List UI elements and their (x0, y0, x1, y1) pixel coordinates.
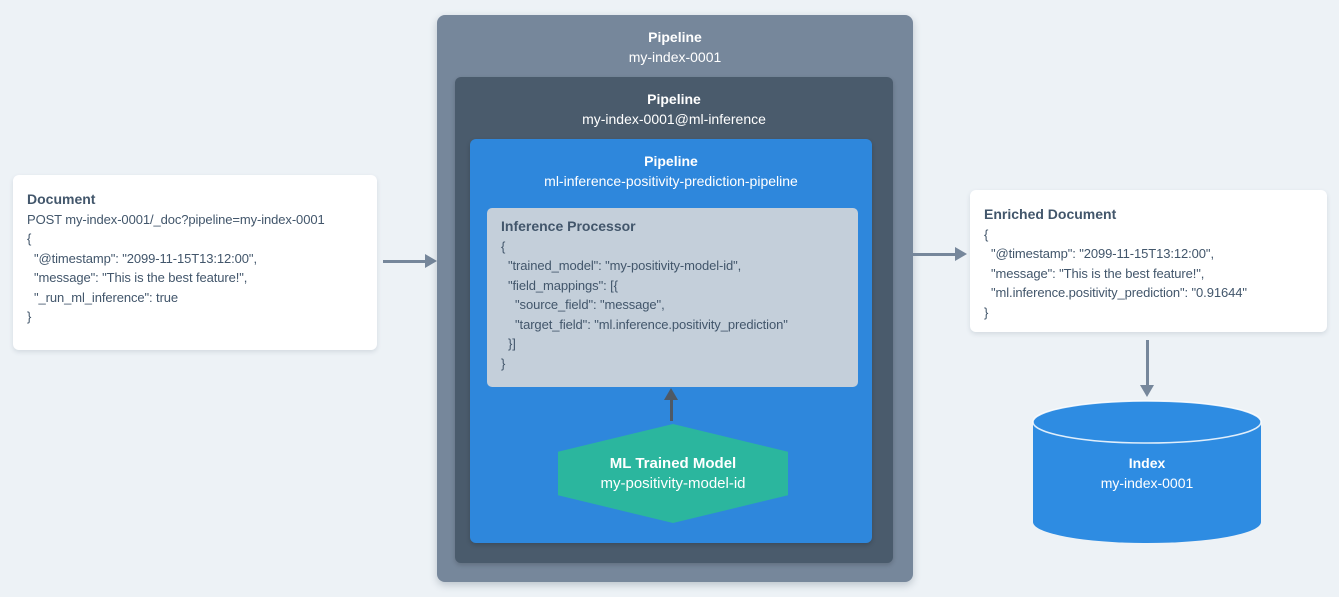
code-line: { (501, 238, 506, 254)
arrow-down-enriched-to-index-icon (1140, 340, 1154, 397)
code-line: } (984, 304, 989, 320)
index-name: my-index-0001 (1100, 475, 1194, 491)
code-line: { (984, 226, 989, 242)
enriched-document-card: Enriched Document { "@timestamp": "2099-… (970, 190, 1327, 332)
code-line: "@timestamp": "2099-11-15T13:12:00", (27, 250, 257, 266)
pipeline-ml-inference-label: Pipeline (647, 91, 701, 107)
enriched-document-code: { "@timestamp": "2099-11-15T13:12:00", "… (984, 225, 1313, 323)
pipeline-inference-box: Pipeline ml-inference-positivity-predict… (470, 139, 872, 543)
pipeline-inference-label: Pipeline (644, 153, 698, 169)
pipeline-outer-name: my-index-0001 (628, 49, 722, 65)
arrow-shaft (670, 399, 673, 421)
arrow-right-pipeline-to-enriched-icon (913, 247, 967, 261)
arrow-head (425, 254, 437, 268)
code-line: "message": "This is the best feature!", (27, 270, 248, 285)
code-line: "source_field": "message", (501, 297, 665, 312)
code-line: "@timestamp": "2099-11-15T13:12:00", (984, 246, 1214, 261)
document-card-code: POST my-index-0001/_doc?pipeline=my-inde… (27, 210, 363, 327)
code-line: } (501, 355, 506, 371)
ml-trained-model-hexagon: ML Trained Model my-positivity-model-id (558, 424, 788, 523)
arrow-shaft (1146, 340, 1149, 385)
arrow-head (1140, 385, 1154, 397)
ml-trained-model-name: my-positivity-model-id (600, 474, 746, 492)
arrow-up-model-to-processor-icon (664, 388, 678, 421)
pipeline-ml-inference-name: my-index-0001@ml-inference (582, 111, 766, 127)
arrow-shaft (383, 260, 425, 263)
code-line: }] (501, 336, 516, 351)
pipeline-inference-name: ml-inference-positivity-prediction-pipel… (544, 173, 798, 189)
code-line: "field_mappings": [{ (501, 277, 618, 293)
code-line: "target_field": "ml.inference.positivity… (501, 316, 788, 332)
index-label-group: Index my-index-0001 (1032, 453, 1262, 493)
ml-trained-model-title: ML Trained Model (609, 454, 737, 472)
arrow-head (664, 388, 678, 400)
pipeline-outer-box: Pipeline my-index-0001 Pipeline my-index… (437, 15, 913, 582)
index-cylinder: Index my-index-0001 (1032, 400, 1262, 550)
pipeline-ml-inference-box: Pipeline my-index-0001@ml-inference Pipe… (455, 77, 893, 563)
pipeline-outer-header: Pipeline my-index-0001 (437, 15, 913, 67)
database-cylinder-icon (1032, 400, 1262, 543)
enriched-document-title: Enriched Document (984, 206, 1117, 222)
code-line: "message": "This is the best feature!", (984, 265, 1205, 281)
document-card: Document POST my-index-0001/_doc?pipelin… (13, 175, 377, 350)
inference-processor-panel: Inference Processor { "trained_model": "… (487, 208, 858, 387)
document-card-title: Document (27, 191, 96, 207)
pipeline-outer-label: Pipeline (648, 29, 702, 45)
code-line: "ml.inference.positivity_prediction": "0… (984, 285, 1247, 300)
arrow-shaft (913, 253, 955, 256)
inference-processor-code: { "trained_model": "my-positivity-model-… (501, 237, 844, 374)
code-line: POST my-index-0001/_doc?pipeline=my-inde… (27, 211, 325, 227)
code-line: { (27, 231, 32, 246)
arrow-head (955, 247, 967, 261)
pipeline-ml-inference-header: Pipeline my-index-0001@ml-inference (455, 77, 893, 129)
code-line: "trained_model": "my-positivity-model-id… (501, 258, 742, 273)
index-title: Index (1128, 455, 1166, 471)
code-line: "_run_ml_inference": true (27, 289, 179, 305)
arrow-right-document-to-pipeline-icon (383, 254, 437, 268)
inference-processor-title: Inference Processor (501, 218, 636, 234)
pipeline-inference-header: Pipeline ml-inference-positivity-predict… (470, 139, 872, 191)
code-line: } (27, 309, 32, 324)
